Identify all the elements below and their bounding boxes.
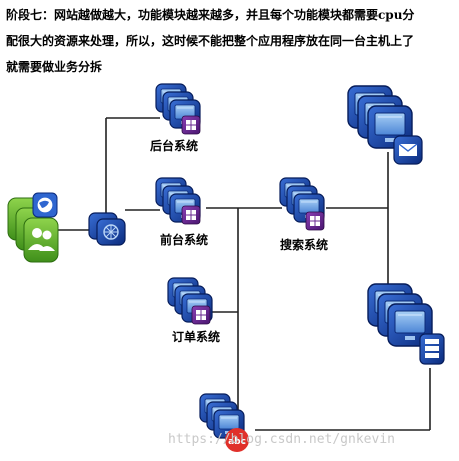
order-server: [168, 278, 212, 325]
search-label: 搜索系统: [280, 237, 328, 252]
windows-logo-icon: [191, 305, 211, 325]
router-icon: [88, 212, 126, 246]
order-label: 订单系统: [172, 329, 220, 344]
intro-text: 阶段七：网站越做越大，功能模块越来越多，并且每个功能模块都需要cpu分 配很大的…: [6, 2, 454, 80]
intro-line-1: 阶段七：网站越做越大，功能模块越来越多，并且每个功能模块都需要cpu分: [6, 8, 415, 22]
mail-icon: [393, 135, 423, 165]
globe-icon: [32, 192, 58, 218]
abc-badge-icon: abc: [225, 428, 249, 452]
windows-logo-icon: [181, 205, 201, 225]
windows-logo-icon: [305, 211, 325, 231]
connection-lines: [55, 117, 431, 431]
frontend-label: 前台系统: [160, 232, 208, 247]
backend-server: [156, 84, 201, 135]
backend-label: 后台系统: [150, 138, 198, 153]
watermark: https://blog.csdn.net/gnkevin: [168, 432, 395, 447]
mail-server-cluster: [347, 85, 423, 165]
users-group-icon: [7, 197, 59, 263]
storage-device-icon: [419, 333, 445, 365]
intro-line-2: 配很大的资源来处理，所以，这时候不能把整个应用程序放在同一台主机上了: [6, 34, 415, 48]
windows-logo-icon: [181, 115, 201, 135]
storage-server-cluster: [367, 283, 445, 365]
badge-text: abc: [228, 437, 246, 447]
frontend-server: [156, 178, 201, 225]
search-server: [280, 178, 325, 231]
intro-line-3: 就需要做业务分拆: [6, 60, 103, 74]
